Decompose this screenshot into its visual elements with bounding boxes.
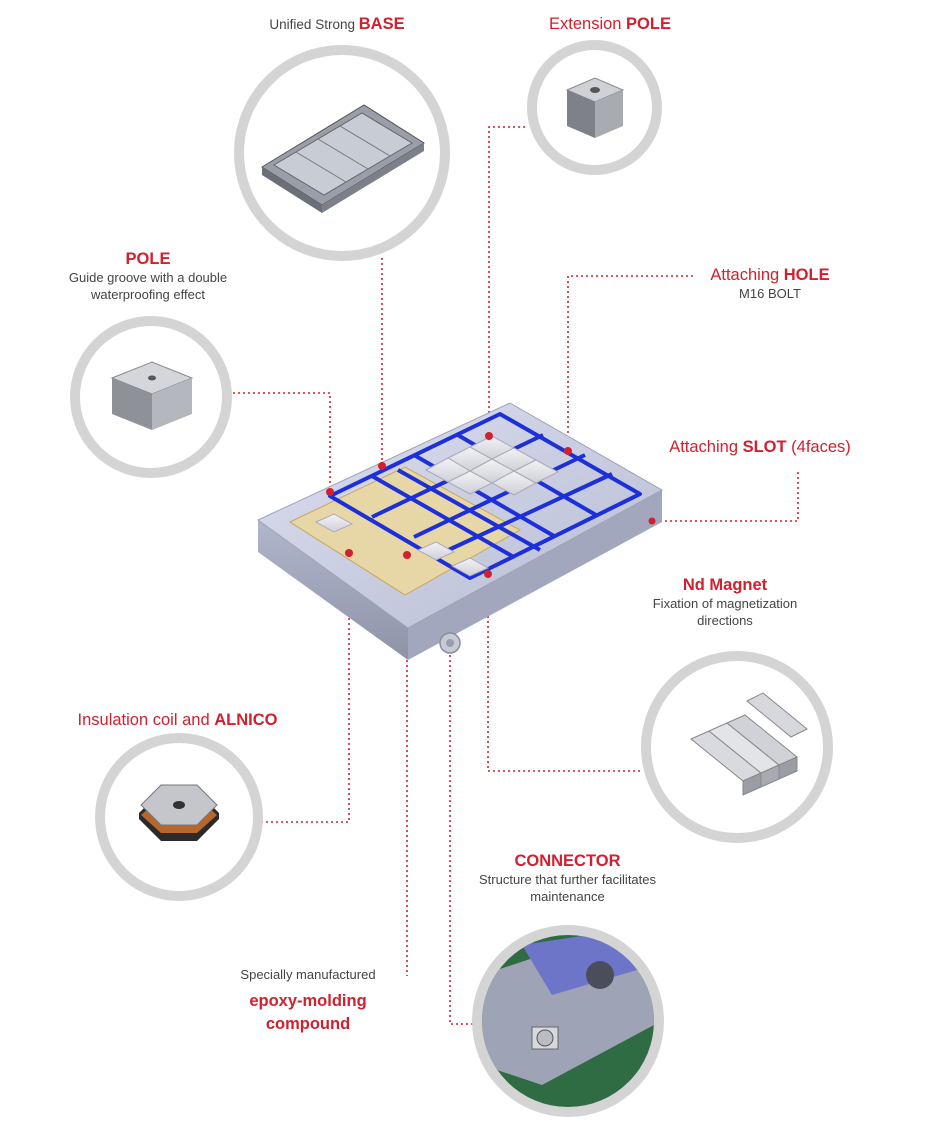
pole-label-desc-line2: waterproofing effect	[91, 287, 205, 302]
extension-pole-label-keyword: POLE	[626, 15, 671, 33]
base-frame-image	[261, 104, 425, 213]
nd-magnet-label-desc-line2: directions	[697, 613, 753, 628]
pole-label: POLE Guide groove with a double waterpro…	[48, 249, 248, 303]
connector-label-desc-line1: Structure that further facilitates	[478, 872, 657, 887]
slot-label: Attaching SLOT (4faces)	[655, 437, 865, 457]
nd-magnet-bars-image	[690, 692, 808, 796]
hole-label: Attaching HOLE M16 BOLT	[690, 265, 850, 302]
slot-label-prefix: Attaching	[669, 438, 743, 456]
pole-label-keyword: POLE	[125, 250, 171, 268]
extension-pole-image-ring	[527, 40, 662, 175]
connector-image-ring	[472, 925, 664, 1117]
coil-image-ring	[95, 733, 263, 901]
extension-pole-label-prefix: Extension	[549, 15, 627, 33]
connector-label-desc-line2: maintenance	[530, 889, 605, 904]
extension-pole-block-image	[565, 77, 625, 138]
epoxy-label: Specially manufactured epoxy-molding com…	[222, 966, 394, 1034]
coil-label-prefix: Insulation coil and	[77, 711, 215, 729]
base-label-prefix: Unified Strong	[269, 17, 359, 32]
hole-label-desc: M16 BOLT	[739, 286, 801, 301]
coil-label: Insulation coil and ALNICO	[60, 710, 295, 730]
pole-image-ring	[70, 316, 232, 478]
nd-magnet-label-keyword: Nd Magnet	[682, 576, 768, 594]
slot-label-suffix: (4faces)	[786, 438, 851, 456]
hole-label-prefix: Attaching	[710, 266, 784, 284]
coil-label-keyword: ALNICO	[214, 711, 278, 729]
epoxy-label-desc: Specially manufactured	[240, 967, 376, 982]
base-label: Unified Strong BASE	[234, 15, 440, 34]
pole-block-image	[110, 361, 194, 430]
hole-label-keyword: HOLE	[783, 266, 830, 284]
connector-label-keyword: CONNECTOR	[514, 852, 621, 870]
slot-label-keyword: SLOT	[742, 438, 787, 456]
insulation-coil-image	[139, 784, 219, 841]
base-image-ring	[234, 45, 450, 261]
epoxy-label-keyword-line1: epoxy-molding	[249, 992, 367, 1010]
epoxy-label-keyword-line2: compound	[265, 1015, 351, 1033]
connector-detail-image	[482, 935, 654, 1107]
base-label-keyword: BASE	[358, 15, 405, 33]
connector-label: CONNECTOR Structure that further facilit…	[455, 851, 680, 905]
nd-magnet-image-ring	[641, 651, 833, 843]
pole-label-desc-line1: Guide groove with a double	[68, 270, 228, 285]
nd-magnet-label-desc-line1: Fixation of magnetization	[652, 596, 798, 611]
extension-pole-label: Extension POLE	[520, 14, 700, 34]
nd-magnet-label: Nd Magnet Fixation of magnetization dire…	[640, 575, 810, 629]
